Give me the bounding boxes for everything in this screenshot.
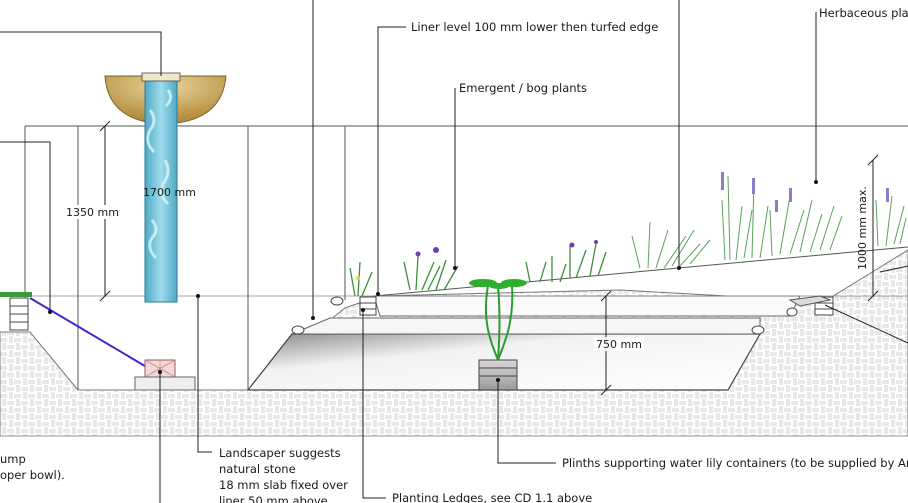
dimension-1350: 1350 mm — [64, 120, 122, 302]
dim-1350-text: 1350 mm — [66, 206, 119, 219]
label-plinths: Plinths supporting water lily containers… — [562, 456, 908, 470]
bog-plants — [349, 243, 607, 297]
ground-section — [0, 246, 908, 437]
herbaceous-plants — [631, 175, 907, 269]
dim-750-text: 750 mm — [596, 338, 642, 351]
iris-flowers — [356, 240, 598, 280]
lavender-spikes — [721, 172, 889, 212]
label-planting-ledges: Planting Ledges, see CD 1.1 above — [392, 491, 592, 503]
dimension-750: 750 mm — [594, 290, 644, 396]
label-landscaper-3: 18 mm slab fixed over — [219, 478, 348, 492]
label-pump-2: oper bowl). — [0, 468, 65, 482]
annotations: Liner level 100 mm lower then turfed edg… — [0, 6, 908, 503]
dimension-1000: 1000 mm max. — [856, 154, 879, 302]
label-herbaceous: Herbaceous pla — [819, 6, 908, 20]
dim-1000-text: 1000 mm max. — [856, 186, 869, 270]
label-landscaper-1: Landscaper suggests — [219, 446, 341, 460]
dim-1700-text: 1700 mm — [143, 186, 196, 199]
label-pump-1: ump — [0, 452, 26, 466]
label-emergent: Emergent / bog plants — [459, 81, 587, 95]
label-landscaper-2: natural stone — [219, 462, 296, 476]
label-liner-level: Liner level 100 mm lower then turfed edg… — [411, 20, 658, 34]
left-edge — [0, 292, 196, 391]
label-landscaper-4: liner 50 mm above — [219, 494, 328, 503]
dimension-1700: 1700 mm — [143, 186, 196, 199]
